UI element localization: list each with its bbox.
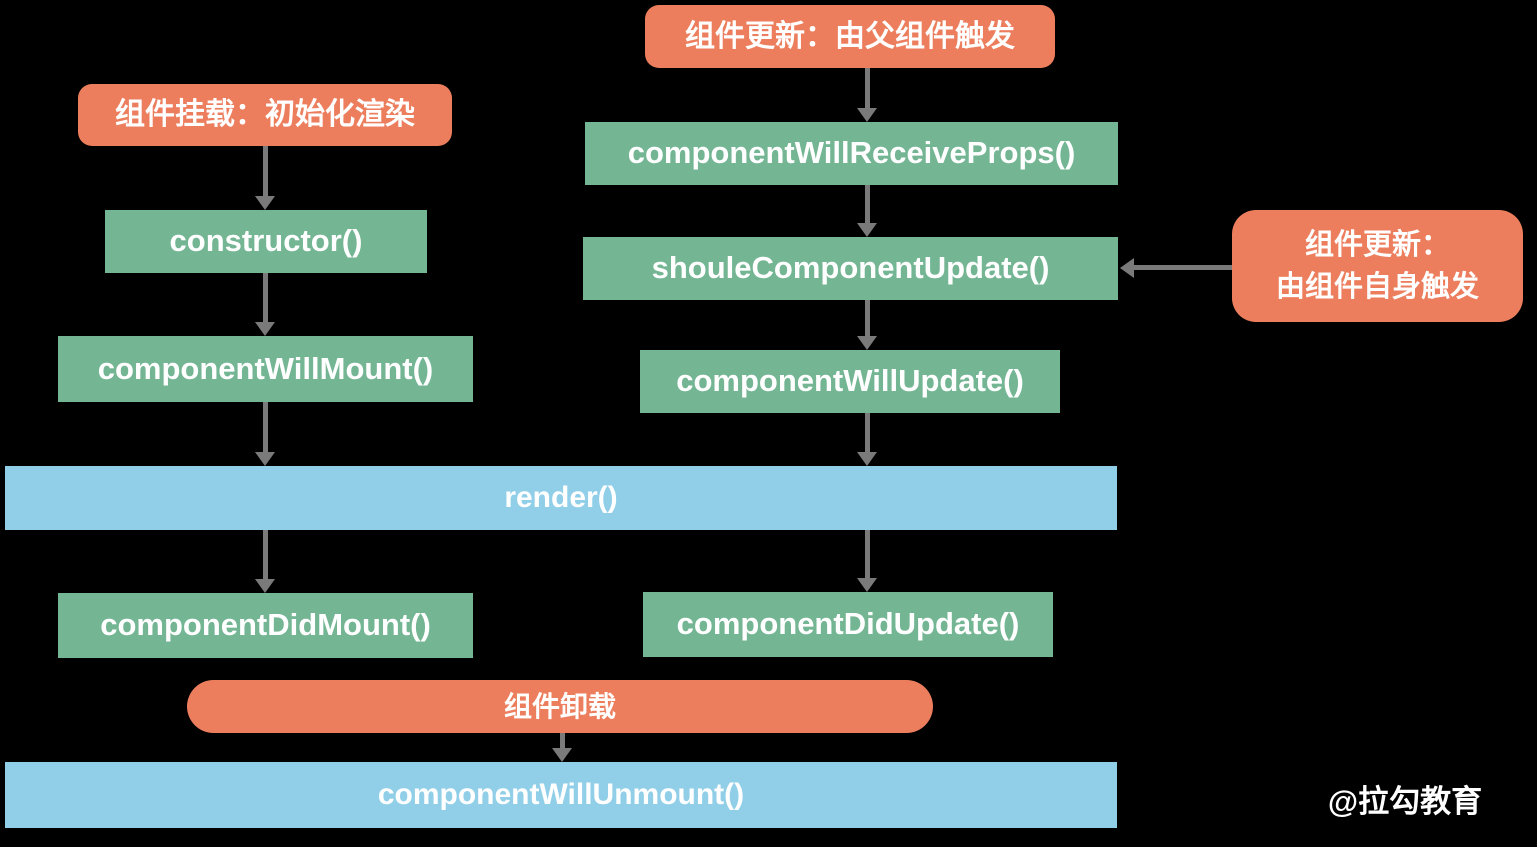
phase-box-update-by-self-line1: 组件更新： [1304,228,1450,261]
method-box-component-will-unmount: componentWillUnmount() [5,762,1117,828]
phase-box-unmount: 组件卸载 [187,680,933,733]
method-box-component-did-mount: componentDidMount() [58,593,473,658]
method-box-shoule-component-update: shouleComponentUpdate() [583,237,1118,300]
phase-box-update-by-parent: 组件更新：由父组件触发 [645,5,1055,68]
watermark-lagou-edu: @拉勾教育 [1327,784,1483,819]
method-box-component-will-receive-props: componentWillReceiveProps() [585,122,1118,185]
method-box-render: render() [5,466,1117,530]
method-box-component-will-mount: componentWillMount() [58,336,473,402]
phase-box-update-by-self-line2: 由组件自身触发 [1275,271,1479,303]
method-box-constructor: constructor() [105,210,427,273]
phase-box-update-by-self: 组件更新： 由组件自身触发 [1232,210,1523,322]
method-box-component-did-update: componentDidUpdate() [643,592,1053,657]
phase-box-mount-initial-render: 组件挂载：初始化渲染 [78,84,452,146]
method-box-component-will-update: componentWillUpdate() [640,350,1060,413]
